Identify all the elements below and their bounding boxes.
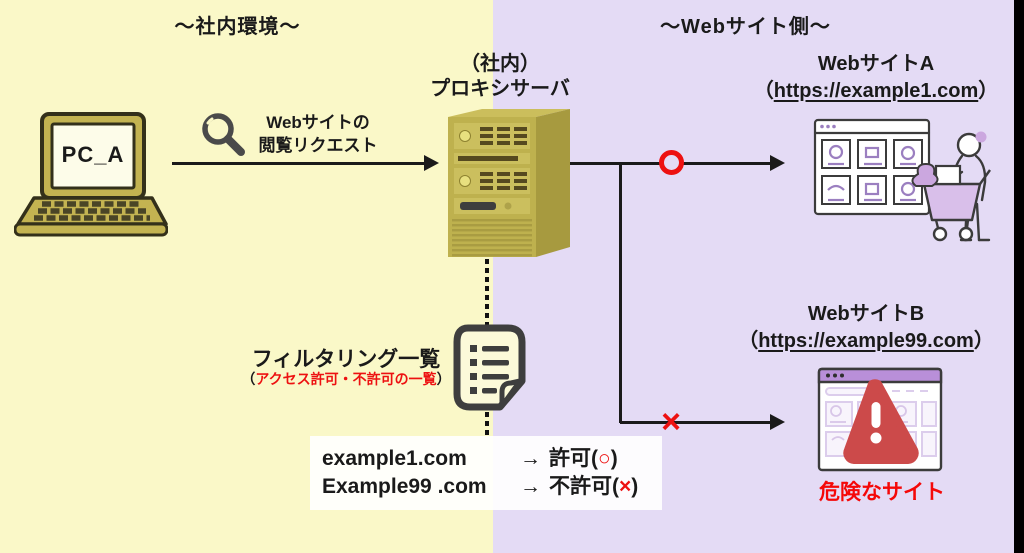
site-b-url-line: （https://example99.com）: [725, 328, 1007, 355]
site-b-open-paren: （: [738, 330, 759, 352]
site-a-url-line: （https://example1.com）: [740, 78, 1012, 105]
filter-rule-row-allow: example1.com → 許可(○): [322, 445, 650, 473]
intranet-region-label: ～社内環境～: [174, 16, 301, 38]
site-b-url: https://example99.com: [758, 330, 974, 352]
magnifier-icon: [202, 113, 245, 156]
deny-mark-cross: ×: [661, 403, 681, 441]
rule-domain: Example99 .com: [322, 475, 487, 498]
allow-mark-circle: [659, 150, 684, 175]
danger-site-label: 危険なサイト: [819, 481, 945, 504]
filter-subtitle-close-paren: ）: [436, 371, 451, 387]
rule-deny-mark: ×: [619, 475, 632, 498]
filter-list-title: フィルタリング一覧: [251, 348, 441, 371]
filter-subtitle-open-paren: （: [241, 371, 256, 387]
proxy-server-label: （社内） プロキシサーバ: [418, 52, 582, 102]
arrow-proxy-to-siteA-head: [770, 155, 785, 171]
site-b-close-paren: ）: [973, 330, 994, 352]
site-b-name: WebサイトB: [807, 303, 925, 325]
proxy-label-line2: プロキシサーバ: [430, 78, 570, 100]
laptop-icon: [14, 112, 168, 237]
site-b-title: WebサイトB （https://example99.com）: [725, 301, 1007, 355]
right-edge-bar: [1014, 0, 1024, 553]
warning-browser-illustration: [817, 367, 943, 472]
rule-result-close: ): [610, 447, 618, 470]
proxy-label-line1: （社内）: [460, 53, 540, 75]
rule-result-label: 不許可(: [549, 475, 619, 498]
filter-rules-box: example1.com → 許可(○) Example99 .com → 不許…: [310, 436, 662, 510]
filter-list-subtitle: （アクセス許可・不許可の一覧）: [228, 369, 464, 389]
site-a-open-paren: （: [753, 80, 774, 102]
rule-allow-mark: ○: [598, 447, 611, 470]
online-shopping-illustration: [813, 118, 991, 242]
branch-vertical-line: [619, 162, 622, 423]
request-label: Webサイトの 閲覧リクエスト: [248, 111, 388, 157]
filter-rule-row-deny: Example99 .com → 不許可(×): [322, 473, 650, 501]
site-a-close-paren: ）: [978, 80, 999, 102]
document-list-icon: [453, 324, 526, 411]
website-region-label: ～Webサイト側～: [660, 16, 831, 38]
server-tower-icon: [448, 109, 570, 257]
arrow-pc-to-proxy-line: [172, 162, 426, 165]
rule-result-close: ): [631, 475, 639, 498]
request-label-line2: 閲覧リクエスト: [258, 136, 378, 155]
rule-domain: example1.com: [322, 447, 467, 470]
arrow-proxy-to-siteB-line: [620, 421, 772, 424]
site-a-url: https://example1.com: [773, 80, 979, 102]
rule-result-label: 許可(: [549, 447, 598, 470]
site-a-name: WebサイトA: [817, 53, 935, 75]
arrow-pc-to-proxy-head: [424, 155, 439, 171]
filter-subtitle-text: アクセス許可・不許可の一覧: [255, 371, 437, 387]
rule-arrow: →: [520, 475, 541, 498]
site-a-title: WebサイトA （https://example1.com）: [740, 51, 1012, 105]
pc-label: PC_A: [61, 142, 125, 167]
request-label-line1: Webサイトの: [266, 113, 370, 132]
rule-arrow: →: [520, 447, 541, 470]
arrow-proxy-to-siteB-head: [770, 414, 785, 430]
